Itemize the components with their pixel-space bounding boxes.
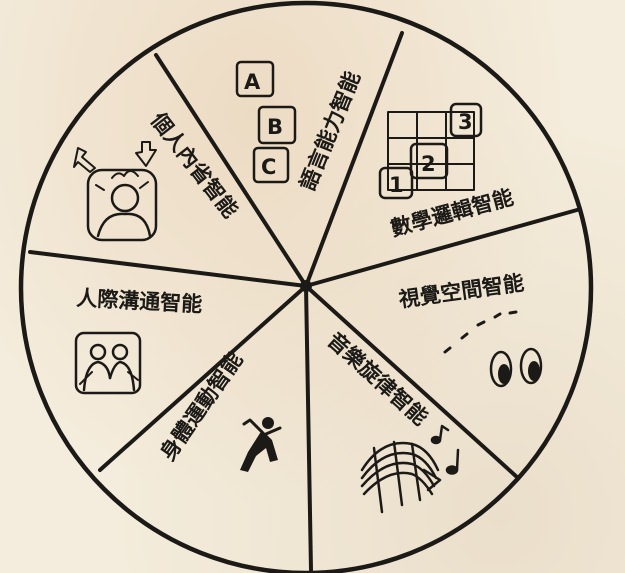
running-figure-icon — [240, 417, 282, 472]
divider-line — [304, 208, 579, 288]
divider-line — [304, 284, 313, 572]
block-letter-b: B — [267, 115, 283, 139]
wheel-dividers — [28, 31, 579, 572]
thinking-person-icon — [73, 141, 158, 242]
segment-label-spatial: 視覺空間智能 — [396, 271, 525, 312]
two-people-icon — [74, 331, 142, 395]
music-notes-icon — [360, 424, 460, 514]
number-grid-icon: 3 2 1 — [378, 102, 483, 200]
die-digit-three: 3 — [458, 110, 473, 134]
eyes-icon — [443, 310, 543, 388]
divider-line — [98, 284, 308, 472]
segment-label-linguistic: 語言能力智能 — [295, 68, 364, 194]
die-digit-one: 1 — [389, 173, 404, 197]
block-letter-c: C — [261, 155, 276, 179]
divider-line — [28, 250, 308, 288]
die-digit-two: 2 — [421, 152, 436, 176]
segment-label-musical: 音樂旋律智能 — [323, 328, 433, 430]
wheel-outline — [18, 0, 594, 573]
block-letter-a: A — [244, 70, 261, 94]
divider-line — [304, 284, 520, 480]
divider-line — [154, 53, 308, 288]
abc-blocks-icon: A B C — [235, 60, 297, 184]
segment-label-interpersonal: 人際溝通智能 — [76, 286, 203, 317]
divider-line — [304, 31, 404, 288]
wheel-hub — [300, 280, 312, 292]
